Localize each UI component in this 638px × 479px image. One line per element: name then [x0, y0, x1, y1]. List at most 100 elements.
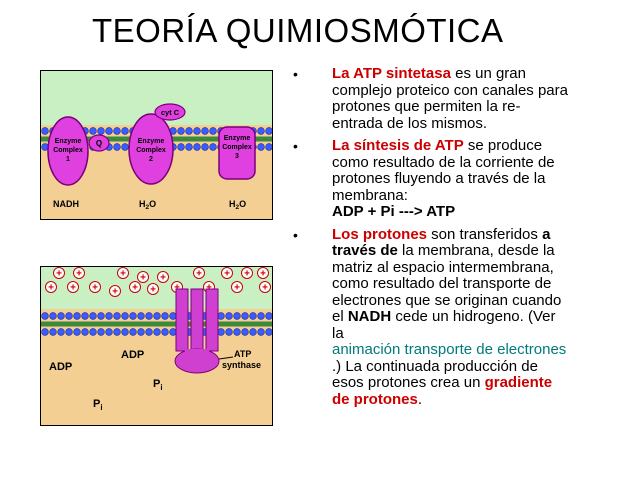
enzyme-complex-2 — [128, 113, 174, 185]
lipid-head — [121, 143, 129, 151]
text-span: es un gran — [450, 65, 526, 82]
proton-plus: + — [224, 269, 230, 280]
lipid-head — [161, 328, 169, 336]
term-atp-sintetasa: La ATP sintetasa — [332, 65, 451, 82]
lipid-head — [105, 328, 113, 336]
lipid-head — [89, 127, 97, 135]
lipid-head — [209, 127, 217, 135]
lipid-head — [209, 143, 217, 151]
text-line: como resultado del transporte de — [332, 275, 552, 292]
text-span: son transferidos — [427, 225, 543, 243]
lipid-head — [113, 127, 121, 135]
lipid-head — [169, 312, 177, 320]
lipid-head — [225, 328, 233, 336]
text-line: .) La continuada producción de — [332, 357, 538, 375]
complex-2-label-a: Enzyme — [138, 138, 165, 145]
bullet-marker: • — [293, 226, 298, 243]
term-nadh: NADH — [347, 308, 392, 325]
q-carrier — [88, 134, 110, 152]
lipid-head — [217, 328, 225, 336]
adp-left-label: ADP — [49, 361, 72, 373]
proton-circle — [53, 267, 65, 279]
text-line: complejo proteico con canales para — [332, 81, 568, 99]
proton-plus: + — [174, 283, 180, 294]
lipid-head — [249, 328, 257, 336]
lipid-head — [233, 328, 241, 336]
lipid-head — [265, 328, 272, 336]
lipid-head — [57, 312, 65, 320]
lipid-head — [177, 143, 185, 151]
text-span: cede un hidrogeno. (Ver — [391, 308, 556, 325]
text-span: a — [542, 225, 551, 243]
complex-2-label-b: Complex — [136, 147, 166, 154]
proton-plus: + — [196, 269, 202, 280]
lipid-head — [121, 127, 129, 135]
lipid-head — [49, 312, 57, 320]
bullet-1: • La ATP sintetasa es un gran complejo p… — [284, 65, 624, 132]
animation-link[interactable]: animación transporte de electrones — [332, 341, 567, 358]
complex-3-label-c: 3 — [235, 153, 239, 160]
proton-plus: + — [48, 283, 54, 294]
proton-circle — [193, 267, 205, 279]
complex-3-label-b: Complex — [222, 144, 252, 151]
lipid-head — [73, 312, 81, 320]
text-line: membrana: — [332, 186, 408, 204]
text-line: protones fluyendo a través de la — [332, 170, 546, 187]
bullet-3: • Los protones son transferidos a través… — [284, 225, 624, 409]
pi-left-label: Pi — [93, 398, 103, 412]
lipid-head — [161, 312, 169, 320]
term-sintesis-atp: La síntesis de ATP — [332, 137, 464, 154]
lipid-head — [257, 143, 265, 151]
lipid-head — [97, 127, 105, 135]
lipid-head — [129, 328, 137, 336]
lipid-head — [73, 328, 81, 336]
proton-circle — [231, 281, 243, 293]
term-gradiente: gradiente — [484, 374, 553, 391]
lipid-head — [257, 127, 265, 135]
text-line: protones que permiten la re- — [332, 98, 521, 115]
lipid-head — [81, 312, 89, 320]
lipid-head — [65, 312, 73, 320]
proton-plus: + — [160, 273, 166, 284]
enzyme-complex-1 — [47, 116, 89, 186]
h2o-label-2: H2O — [229, 199, 246, 211]
lipid-head — [97, 328, 105, 336]
proton-circle — [157, 271, 169, 283]
lipid-head — [105, 127, 113, 135]
proton-plus: + — [234, 283, 240, 294]
atp-synthase — [174, 288, 234, 374]
equation: ADP + Pi ---> ATP — [332, 203, 456, 220]
complex-1-label-a: Enzyme — [55, 138, 82, 145]
lipid-head — [185, 127, 193, 135]
proton-plus: + — [244, 269, 250, 280]
proton-circle — [241, 267, 253, 279]
atp-synthase-figure: +++++++++++++++++++ ADP ADP Pi Pi ATP sy… — [40, 266, 273, 426]
proton-plus: + — [76, 269, 82, 280]
proton-plus: + — [150, 285, 156, 296]
proton-circle — [257, 267, 269, 279]
lipid-head — [81, 328, 89, 336]
cyt-c-label: cyt C — [161, 108, 180, 117]
proton-circle — [109, 285, 121, 297]
h2o-label-1: H2O — [139, 199, 156, 211]
lipid-head — [257, 328, 265, 336]
lipid-head — [113, 328, 121, 336]
cyt-c — [154, 103, 186, 121]
lipid-head — [41, 127, 49, 135]
proton-circle — [89, 281, 101, 293]
lipid-head — [41, 312, 49, 320]
bullet-marker: • — [293, 138, 298, 154]
lipid-head — [233, 312, 241, 320]
lipid-head — [185, 143, 193, 151]
lipid-head — [265, 143, 272, 151]
proton-plus: + — [70, 283, 76, 294]
text-span: la membrana, desde la — [397, 242, 555, 259]
proton-plus: + — [120, 269, 126, 280]
text-span: se produce — [463, 137, 543, 154]
lipid-head — [249, 312, 257, 320]
text-line: como resultado de la corriente de — [332, 153, 555, 171]
lipid-head — [265, 127, 272, 135]
lipid-head — [201, 143, 209, 151]
proton-circle — [45, 281, 57, 293]
bullet-list: • La ATP sintetasa es un gran complejo p… — [284, 65, 624, 409]
